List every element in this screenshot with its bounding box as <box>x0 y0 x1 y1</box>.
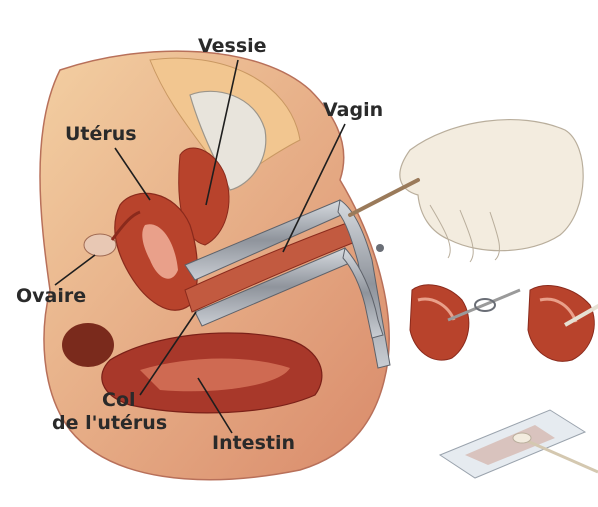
slide-and-swab <box>440 410 598 478</box>
label-col-line1: Col <box>102 390 136 411</box>
cervix-inset-left <box>410 285 520 360</box>
lower-organ <box>62 323 114 367</box>
label-intestin: Intestin <box>212 433 295 454</box>
label-ovaire: Ovaire <box>16 286 86 307</box>
label-uterus: Utérus <box>65 124 137 145</box>
ovary <box>84 234 116 256</box>
gloved-hand <box>350 120 583 262</box>
cervix-inset-right <box>528 286 598 362</box>
label-vessie: Vessie <box>198 36 267 57</box>
label-col-line2: de l'utérus <box>52 413 167 434</box>
label-vagin: Vagin <box>323 100 383 121</box>
